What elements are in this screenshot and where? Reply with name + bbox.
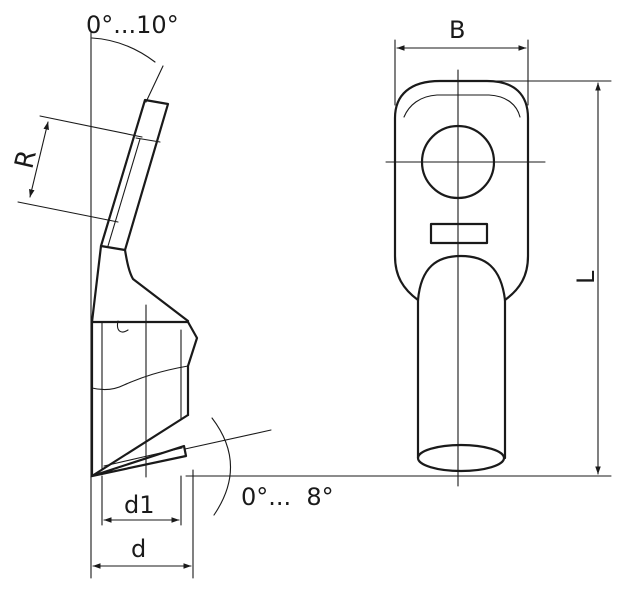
marking-slot: [429, 222, 489, 245]
side-tongue-outline: [99, 98, 170, 252]
side-neck-outline: [90, 244, 190, 333]
front-barrel-outline: [416, 254, 507, 473]
length-dimension: [469, 80, 612, 475]
length-label: L: [572, 270, 600, 284]
radius-dimension: [17, 115, 143, 223]
width-dimension: [394, 39, 529, 106]
barrel-opening: [416, 443, 506, 473]
outer-diameter-label: d: [131, 535, 146, 563]
outer-diameter-dimension: [90, 469, 194, 579]
front-tongue-inner-edge: [403, 94, 521, 118]
side-barrel-outline: [90, 304, 199, 478]
front-tongue-outline: [393, 79, 530, 302]
inner-diameter-label: d1: [124, 491, 155, 519]
bevel-angle-dimension: [184, 417, 612, 516]
tilt-angle-dimension: [91, 37, 164, 103]
inner-diameter-dimension: [101, 475, 182, 526]
side-view: 0°...10° R 0°... 8° d1 d: [10, 11, 612, 579]
tilt-angle-label: 0°...10°: [86, 11, 179, 39]
bevel-angle-label: 0°... 8°: [241, 483, 334, 511]
width-label: B: [449, 16, 465, 44]
radius-label: R: [10, 147, 43, 171]
front-view: B L: [385, 16, 612, 487]
